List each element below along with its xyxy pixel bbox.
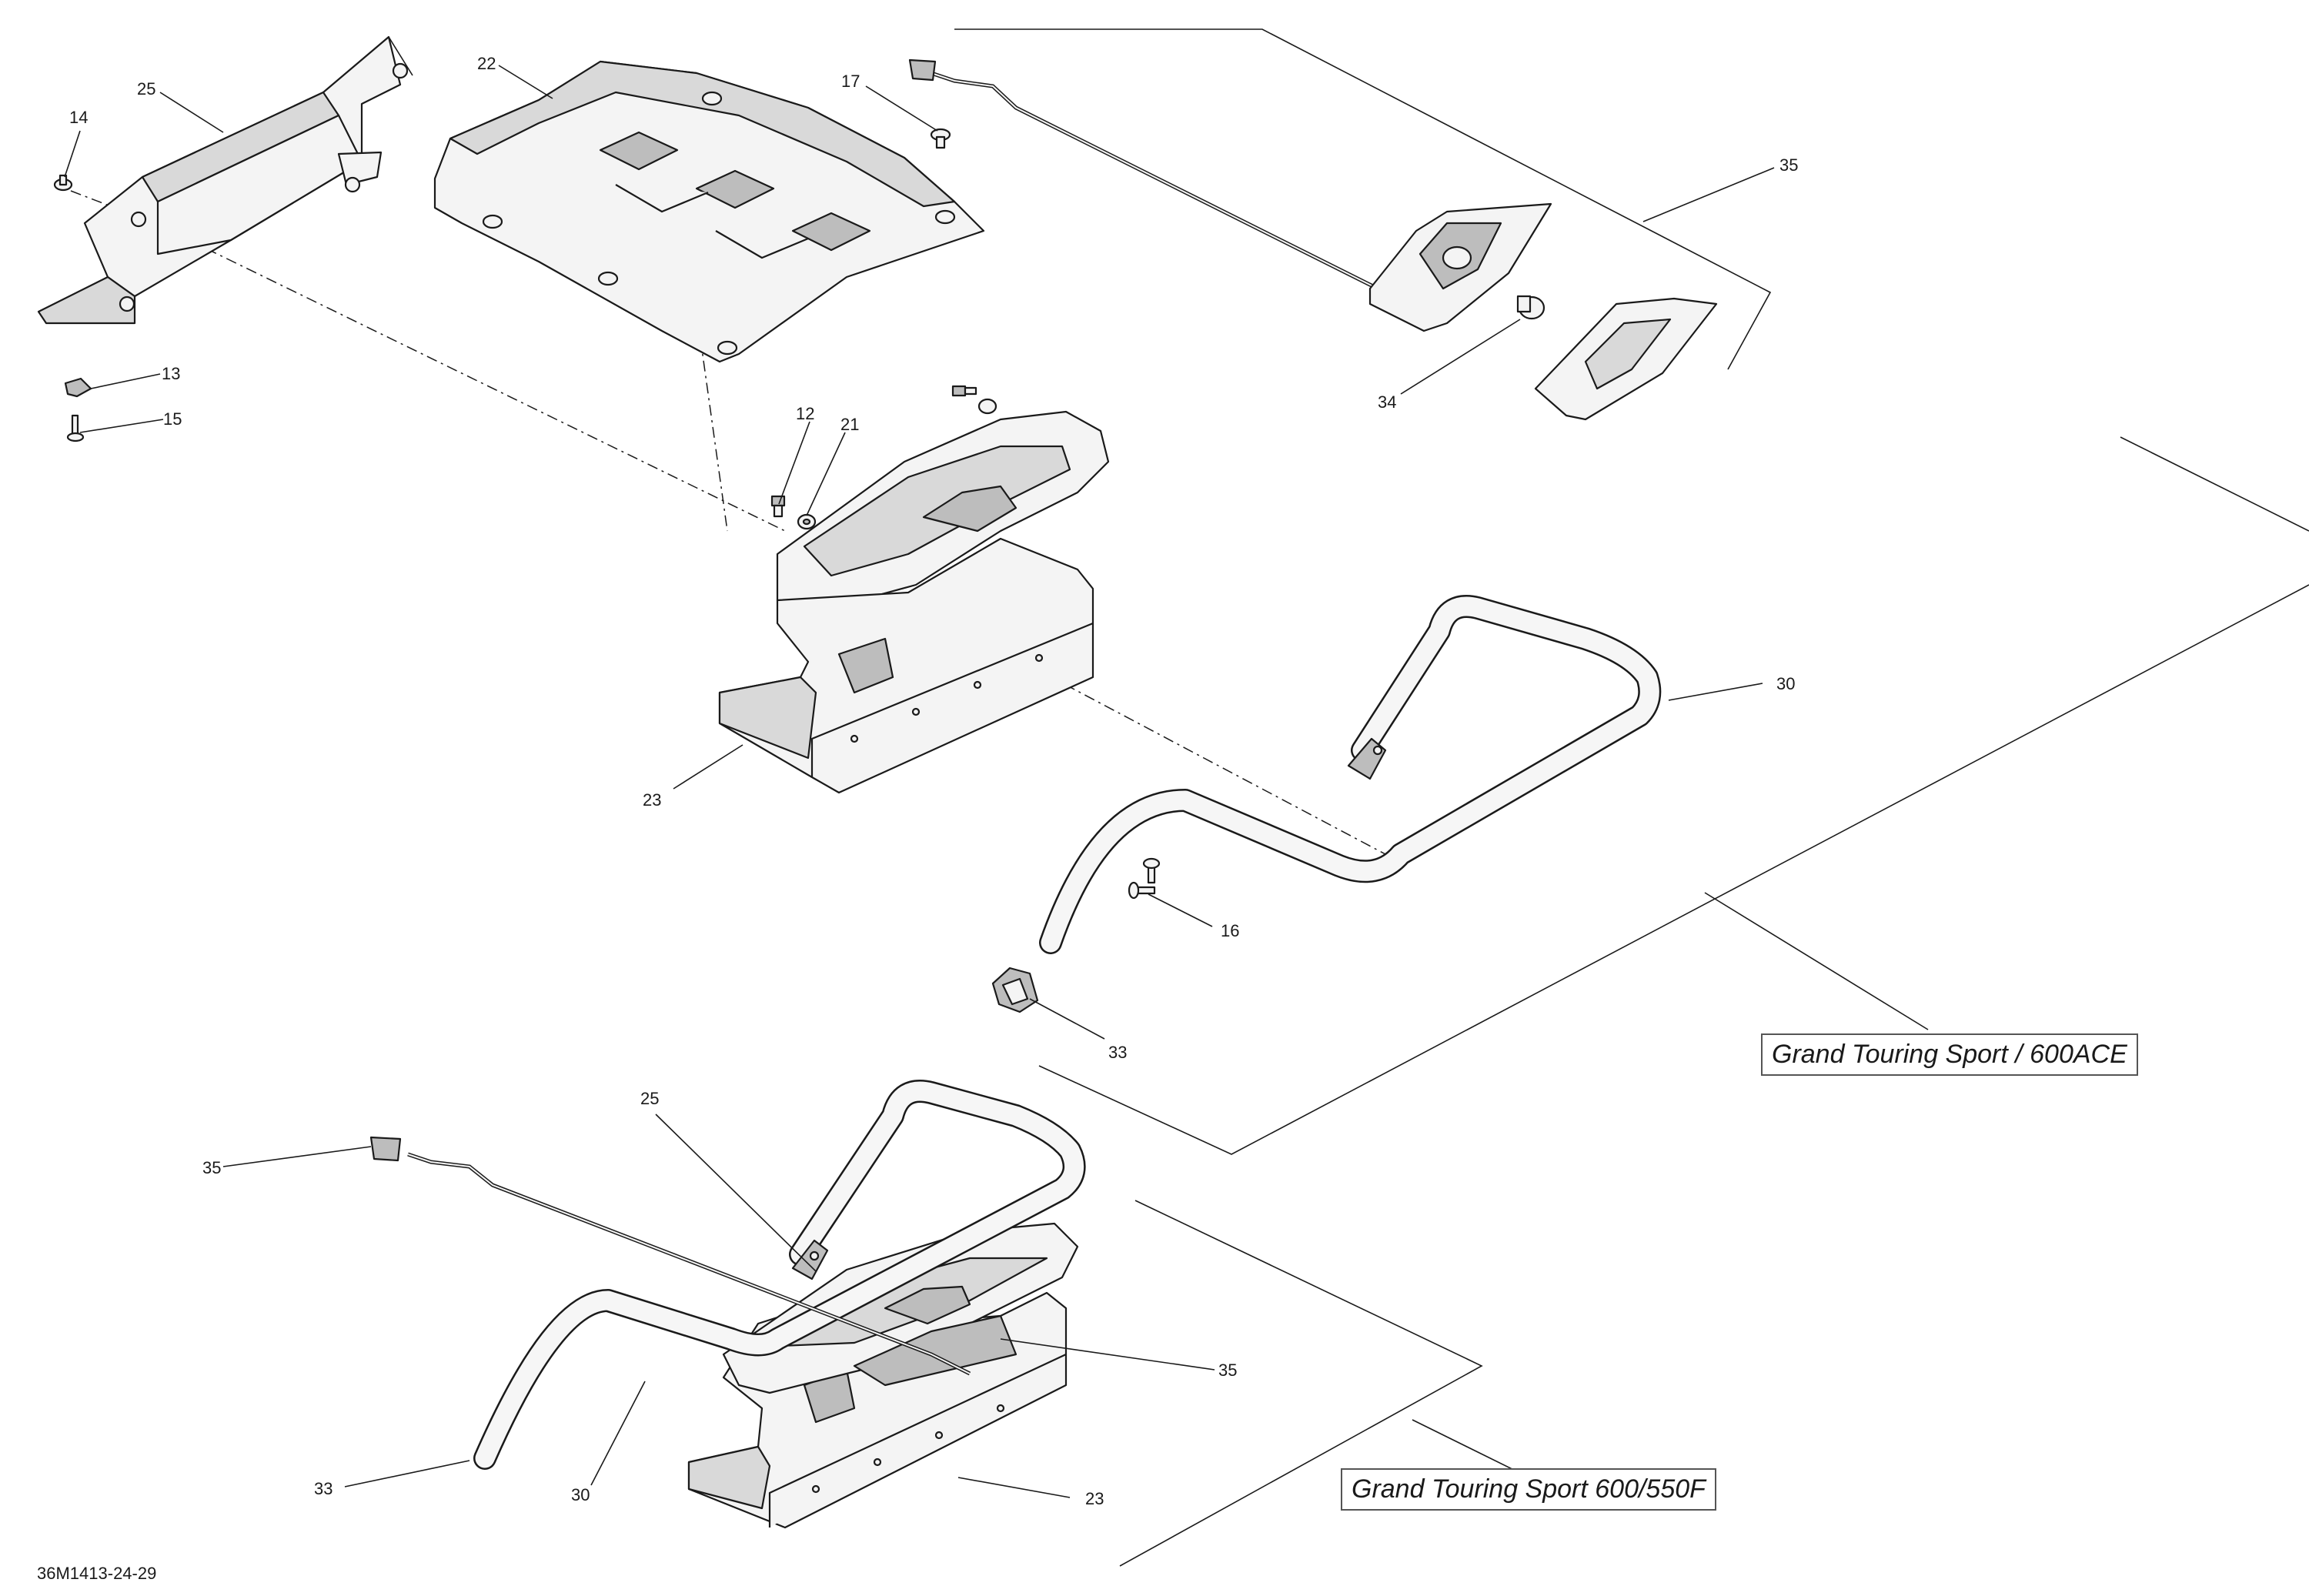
callout-14: 14 [69, 108, 88, 127]
part-35-tail-light-lens [1534, 297, 1718, 421]
part-34-bulb [1516, 295, 1545, 320]
figure-id: 36M1413-24-29 [37, 1564, 157, 1583]
callout-33-bottom: 33 [314, 1479, 332, 1498]
part-25-rack-top-bottom [722, 1222, 1079, 1394]
part-14-screw [53, 174, 73, 192]
callout-22: 22 [477, 54, 496, 73]
part-13-nut [64, 377, 92, 398]
model-label-upper: Grand Touring Sport / 600ACE [1761, 1033, 2138, 1076]
callout-25-top: 25 [137, 79, 155, 98]
callout-13: 13 [162, 364, 180, 383]
part-12-screw [770, 495, 786, 518]
callout-15: 15 [163, 409, 182, 429]
callout-17: 17 [841, 72, 860, 91]
callout-16: 16 [1221, 921, 1239, 940]
part-22-cover [433, 60, 985, 363]
callout-33-top: 33 [1108, 1043, 1127, 1062]
part-17-clip [930, 128, 951, 149]
leader-lines [64, 65, 1775, 1498]
part-33-end-cap-top [991, 967, 1039, 1013]
upper-group-outline [954, 28, 2309, 1155]
callout-35-top: 35 [1779, 155, 1798, 175]
lower-group-outline [1119, 1200, 1536, 1567]
model-label-lower: Grand Touring Sport 600/550F [1341, 1468, 1716, 1511]
callout-35-left: 35 [202, 1158, 221, 1177]
callout-23-bottom: 23 [1085, 1489, 1104, 1508]
part-30-grab-handle-bottom [473, 1080, 1086, 1470]
part-15-screw [66, 414, 85, 442]
part-12-screw-rear [951, 385, 997, 415]
part-35-tail-light-housing [1368, 202, 1552, 332]
callout-numbers: 25 22 17 14 35 13 15 12 21 34 30 23 16 3… [69, 54, 1798, 1508]
part-30-grab-handle-top [1039, 595, 1662, 954]
callout-30-top: 30 [1776, 674, 1795, 693]
callout-23-top: 23 [643, 790, 661, 810]
part-23-rack-base-top [718, 410, 1110, 794]
part-21-washer [797, 513, 817, 530]
callout-12: 12 [796, 404, 814, 423]
callout-21: 21 [840, 415, 859, 434]
callout-35-right: 35 [1218, 1361, 1237, 1380]
part-35-wire-harness-bottom [369, 1136, 971, 1376]
part-16-bolts [1128, 857, 1161, 900]
callout-25-bottom: 25 [640, 1089, 659, 1108]
callout-30-bottom: 30 [571, 1485, 590, 1504]
part-25-rear-bracket [37, 35, 413, 325]
part-35-wire-harness-top [908, 58, 1418, 310]
callout-34: 34 [1378, 392, 1396, 412]
